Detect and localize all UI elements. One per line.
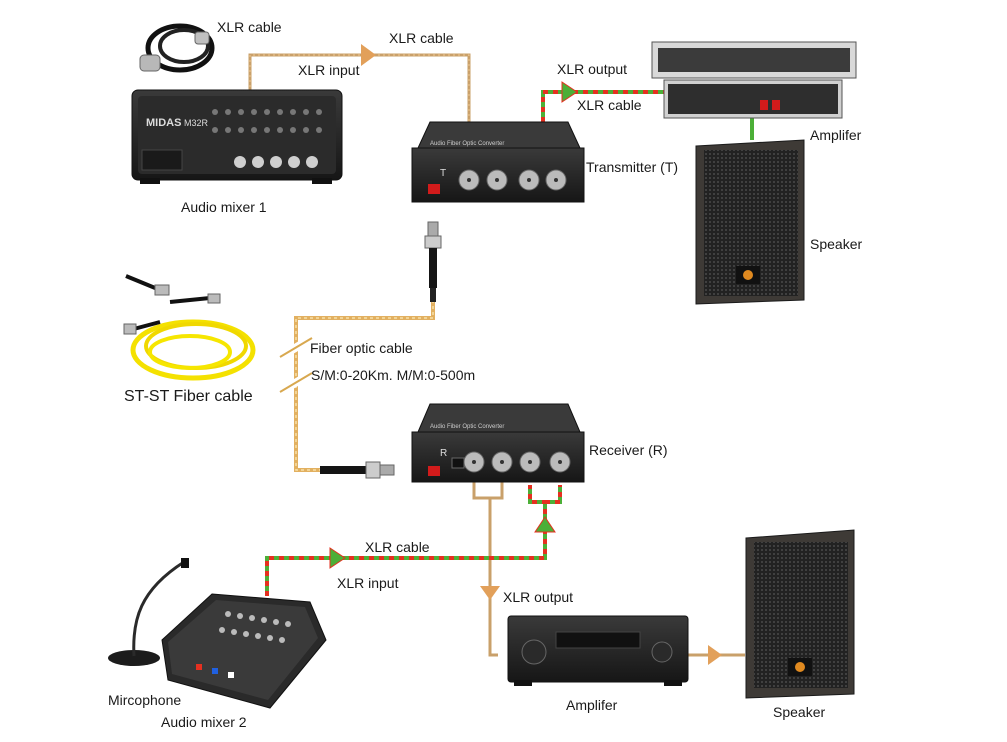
arrow-right-icon [708,645,722,665]
mixer-model-text: M32R [184,118,209,128]
st-fiber-connector-bottom [320,461,395,479]
xlr-output-label-top: XLR output [557,61,628,77]
amplifier-bottom-device [507,615,689,686]
st-st-fiber-label: ST-ST Fiber cable [124,388,253,405]
st-fiber-connector-top [424,221,442,302]
arrow-down-icon [480,586,500,600]
audio-mixer-2-device [161,593,327,709]
transmitter-label: Transmitter (T) [586,159,679,175]
xlr-cable-label-top-mid: XLR cable [389,30,454,46]
fiber-distance-label: S/M:0-20Km. M/M:0-500m [311,367,476,383]
microphone-device [108,558,189,666]
receiver-device: Audio Fiber Optic Converter R [411,403,585,483]
receiver-letter: R [440,448,447,459]
xlr-output-cable-bottom [472,480,504,657]
transmitter-letter: T [440,168,446,179]
xlr-cable-label-top-left: XLR cable [217,19,282,35]
arrow-right-icon [561,81,578,103]
audio-mixer-1-label: Audio mixer 1 [181,199,267,215]
amplifier-top-device [651,41,857,119]
amplifier-label-top: Amplifer [810,127,862,143]
xlr-output-label-bottom: XLR output [503,589,574,605]
transmitter-caption: Audio Fiber Optic Converter [430,141,504,147]
receiver-label: Receiver (R) [589,442,668,458]
arrow-up-icon [534,516,556,533]
speaker-label-bottom: Speaker [773,704,826,720]
xlr-input-label-top: XLR input [298,62,360,78]
audio-mixer-2-label: Audio mixer 2 [161,714,247,730]
transmitter-device: Audio Fiber Optic Converter T [411,121,585,203]
st-st-fiber-coil-image [123,274,256,381]
speaker-top-device [695,139,805,305]
arrow-right-icon [361,44,376,66]
xlr-cable-coil-image [139,23,215,73]
microphone-label: Mircophone [108,692,182,708]
fiber-cable-run [277,300,435,472]
mixer-brand-text: MIDAS [146,117,181,129]
xlr-input-label-bottom: XLR input [337,575,399,591]
xlr-cable-label-top-right: XLR cable [577,97,642,113]
fiber-optic-cable-label: Fiber optic cable [310,340,413,356]
audio-mixer-1-device: MIDAS M32R [131,89,343,184]
amplifier-label-bottom: Amplifer [566,697,618,713]
speaker-label-top: Speaker [810,236,863,252]
arrow-right-icon [329,547,346,569]
receiver-caption: Audio Fiber Optic Converter [430,424,504,430]
xlr-cable-label-bottom: XLR cable [365,539,430,555]
speaker-bottom-device [745,529,855,699]
